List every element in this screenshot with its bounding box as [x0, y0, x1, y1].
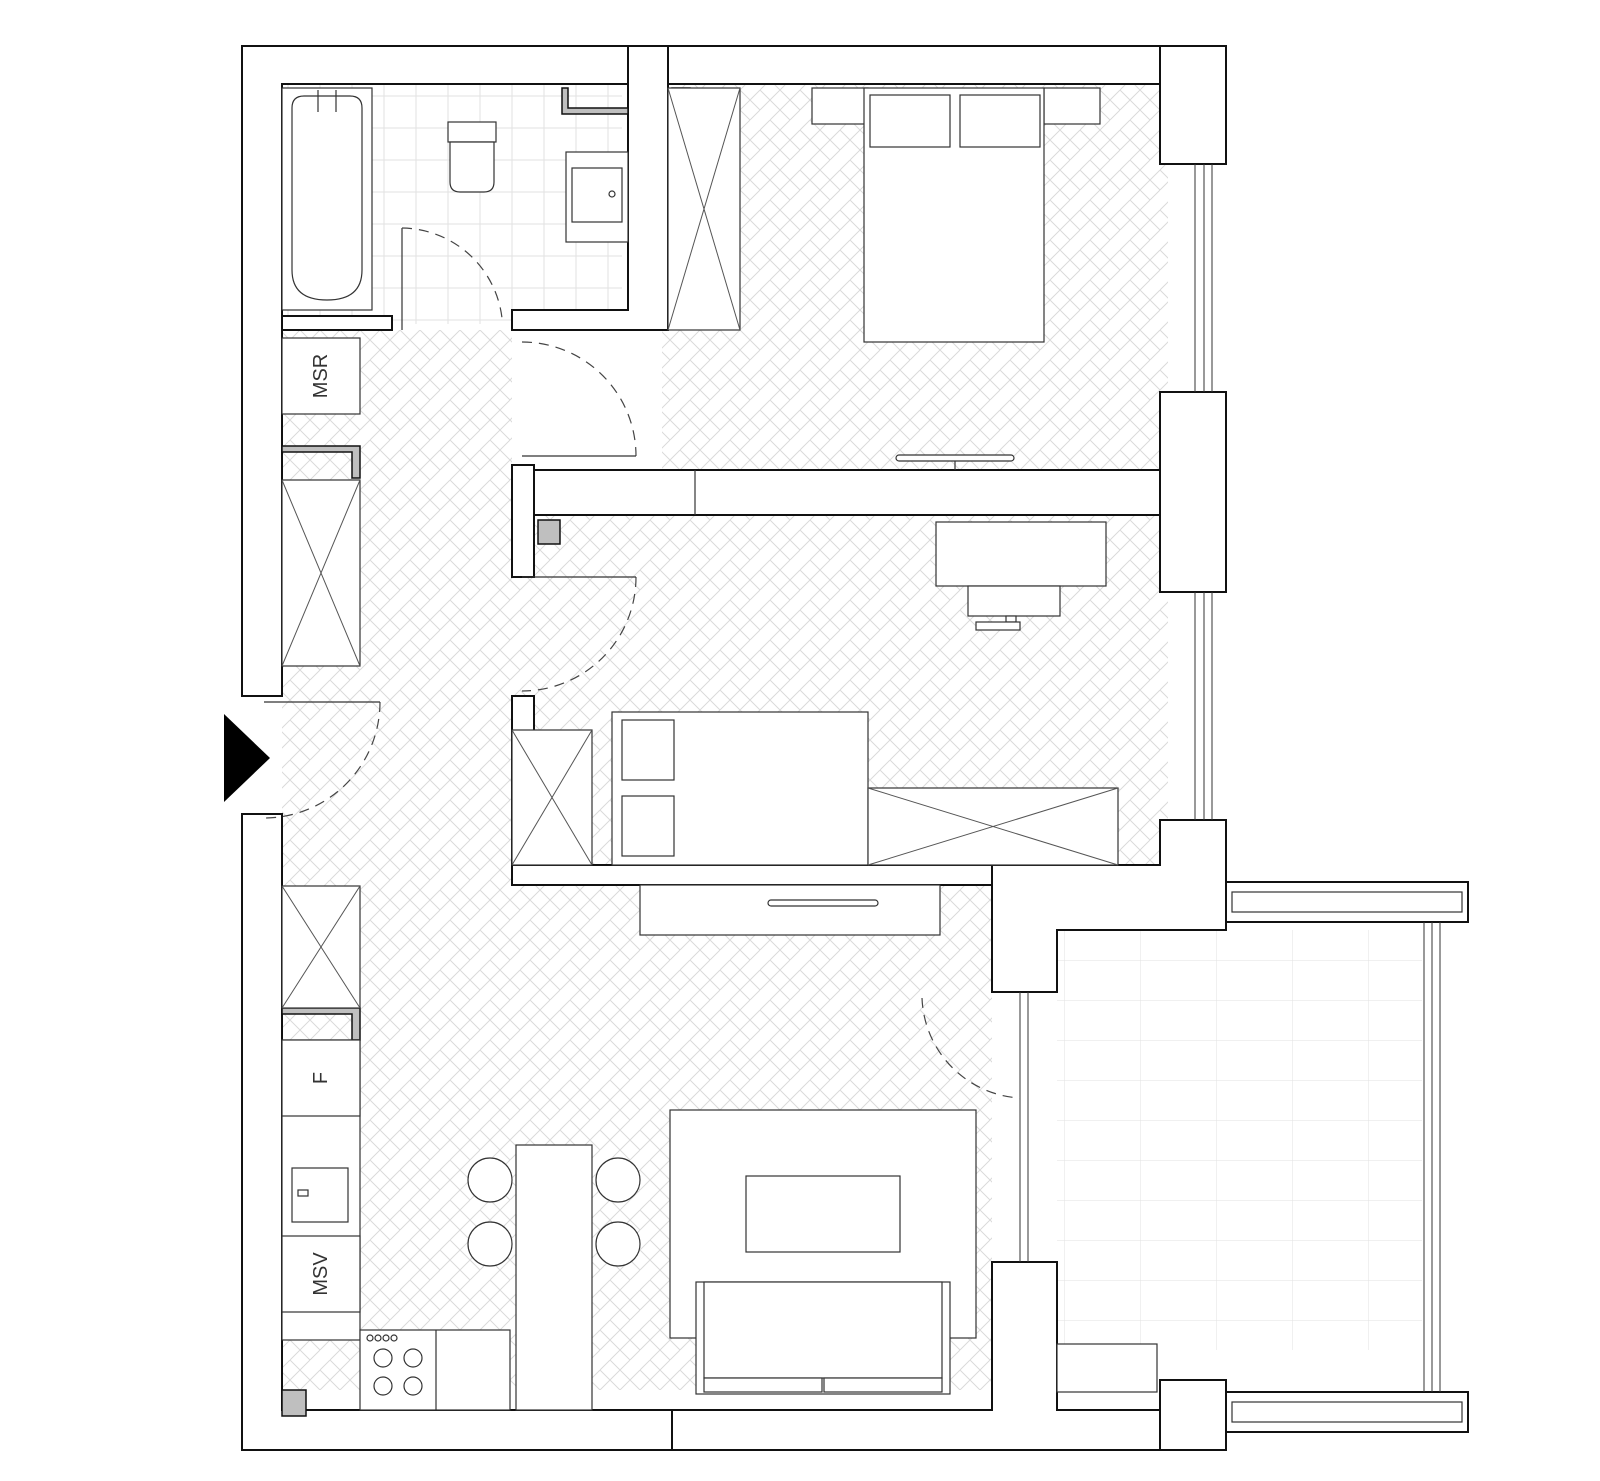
office-living-wall [511, 864, 993, 886]
wall-balcony-bottom-post [1159, 1379, 1227, 1451]
desk [935, 521, 1107, 587]
bedroom-furniture [521, 87, 1101, 470]
msv-label: MSV [310, 1252, 332, 1296]
nightstand-right [1043, 87, 1101, 125]
fridge-label: F [310, 1072, 332, 1084]
hob-knob [366, 1334, 374, 1342]
wall-balcony-return [991, 819, 1227, 993]
balcony-planter [1056, 1343, 1158, 1393]
coffee-table [745, 1175, 901, 1253]
sink [291, 1167, 349, 1223]
cooktop-unit [359, 1329, 511, 1411]
dining-chair [467, 1157, 513, 1203]
balcony-rail-top [1225, 881, 1469, 923]
toilet-cistern [447, 121, 497, 143]
balcony [1056, 881, 1469, 1433]
desk-chair [967, 585, 1061, 617]
msr-label: MSR [310, 354, 332, 398]
hall-furniture: MSR [263, 337, 381, 1009]
wall-top-right [667, 45, 1161, 85]
bath-wall-stub [281, 315, 393, 331]
sofa-cushion-left [703, 1377, 823, 1393]
balcony-door-swing [921, 997, 1021, 1099]
tv-unit [639, 884, 941, 936]
bathtub-basin [291, 95, 363, 301]
entrance-arrow-icon [224, 714, 270, 802]
sofa-cushion-right [823, 1377, 943, 1393]
bathroom-fixtures [281, 87, 629, 330]
bedroom-office-wall [511, 469, 1161, 516]
office-door-swing [521, 576, 637, 692]
entrance-door-swing [263, 701, 381, 819]
office-furniture [511, 521, 1119, 866]
balcony-rail-bottom [1225, 1391, 1469, 1433]
bed-pillow-bottom [621, 795, 675, 857]
living-tv [767, 899, 879, 907]
nightstand-left [811, 87, 869, 125]
bathroom-wall [511, 45, 669, 331]
bedroom-tv [895, 454, 1015, 462]
bathroom-door-swing [401, 227, 503, 319]
office-wall-stub [511, 464, 535, 578]
living-furniture [639, 884, 1021, 1395]
bathtub [281, 87, 373, 311]
living-window [1019, 992, 1029, 1262]
kitchen-furniture: F MSV [281, 1039, 641, 1411]
shower-tray [565, 151, 629, 243]
exterior-walls [241, 45, 1227, 1451]
msr-cupboard [281, 337, 361, 415]
pillow-right [959, 94, 1041, 148]
fridge [281, 1039, 361, 1117]
toilet-bowl [449, 141, 495, 193]
bedroom-window [1194, 164, 1213, 392]
balcony-floor [1057, 930, 1422, 1350]
bed-pillow-top [621, 719, 675, 781]
hob-ring [373, 1348, 393, 1368]
pillow-left [869, 94, 951, 148]
bedroom-door-swing [521, 341, 637, 457]
wall-top-corner [1159, 45, 1227, 165]
wall-right-mid [1159, 391, 1227, 593]
msv-cupboard [281, 1235, 361, 1313]
office-window [1194, 592, 1213, 820]
dining-bench [515, 1144, 593, 1411]
